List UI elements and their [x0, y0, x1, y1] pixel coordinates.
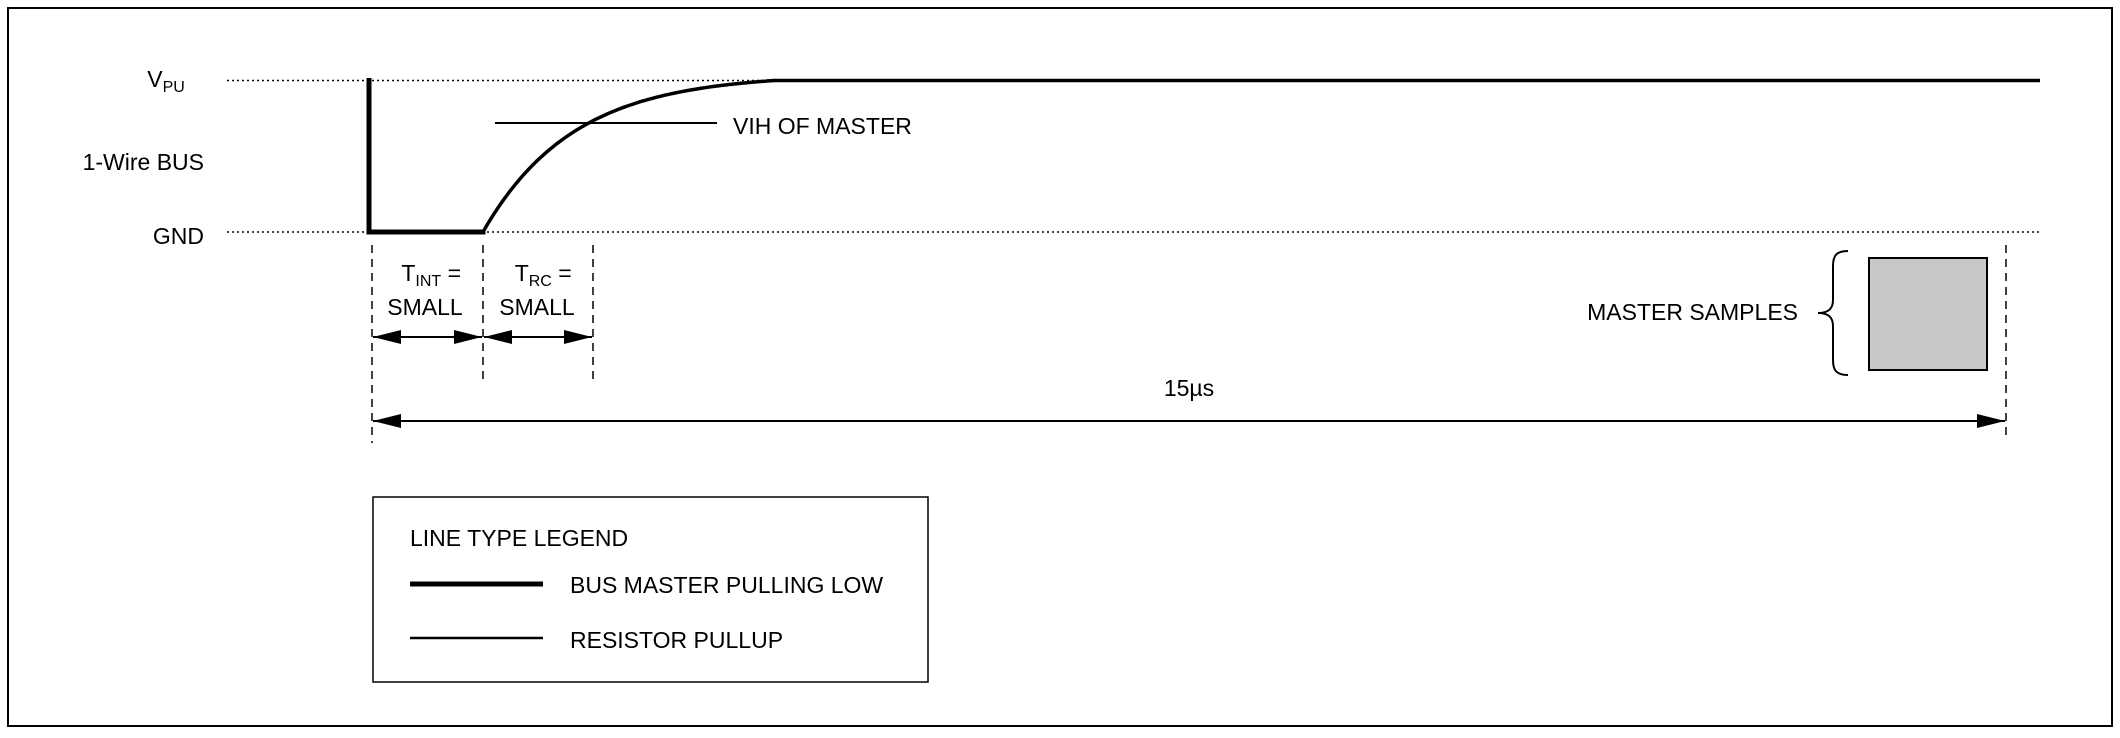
interval-tint-symbol: T — [401, 260, 415, 286]
line-type-legend: LINE TYPE LEGEND BUS MASTER PULLING LOW … — [372, 496, 929, 683]
total-duration-label: 15µs — [1164, 375, 1214, 401]
vpu-label-main: V — [147, 66, 163, 92]
vpu-label: VPU — [115, 66, 204, 97]
interval-trc-symbol: T — [515, 260, 529, 286]
interval-tint-subscript: INT — [415, 273, 441, 290]
pullup-rise-curve — [481, 78, 775, 233]
master-samples-label: MASTER SAMPLES — [1587, 299, 1798, 325]
master-pull-low-line — [366, 78, 486, 235]
gnd-label: GND — [153, 223, 204, 249]
sample-window — [1868, 257, 1988, 371]
bus-label: 1-Wire BUS — [83, 149, 204, 175]
interval-tint-value: SMALL — [387, 294, 463, 320]
legend-item-master-label: BUS MASTER PULLING LOW — [570, 572, 883, 598]
interval-trc-equals: = — [552, 260, 572, 286]
vpu-label-subscript: PU — [163, 79, 185, 96]
legend-box — [372, 496, 929, 683]
interval-tint-label: TINT = — [370, 260, 480, 290]
interval-trc-label: TRC = — [483, 260, 591, 290]
legend-title: LINE TYPE LEGEND — [410, 525, 628, 551]
interval-tint-equals: = — [441, 260, 461, 286]
interval-trc-subscript: RC — [529, 273, 552, 290]
vih-label: VIH OF MASTER — [733, 113, 912, 139]
sample-brace — [1817, 250, 1849, 376]
legend-item-pullup-label: RESISTOR PULLUP — [570, 627, 783, 653]
figure-border — [7, 7, 2113, 727]
interval-trc-value: SMALL — [499, 294, 575, 320]
